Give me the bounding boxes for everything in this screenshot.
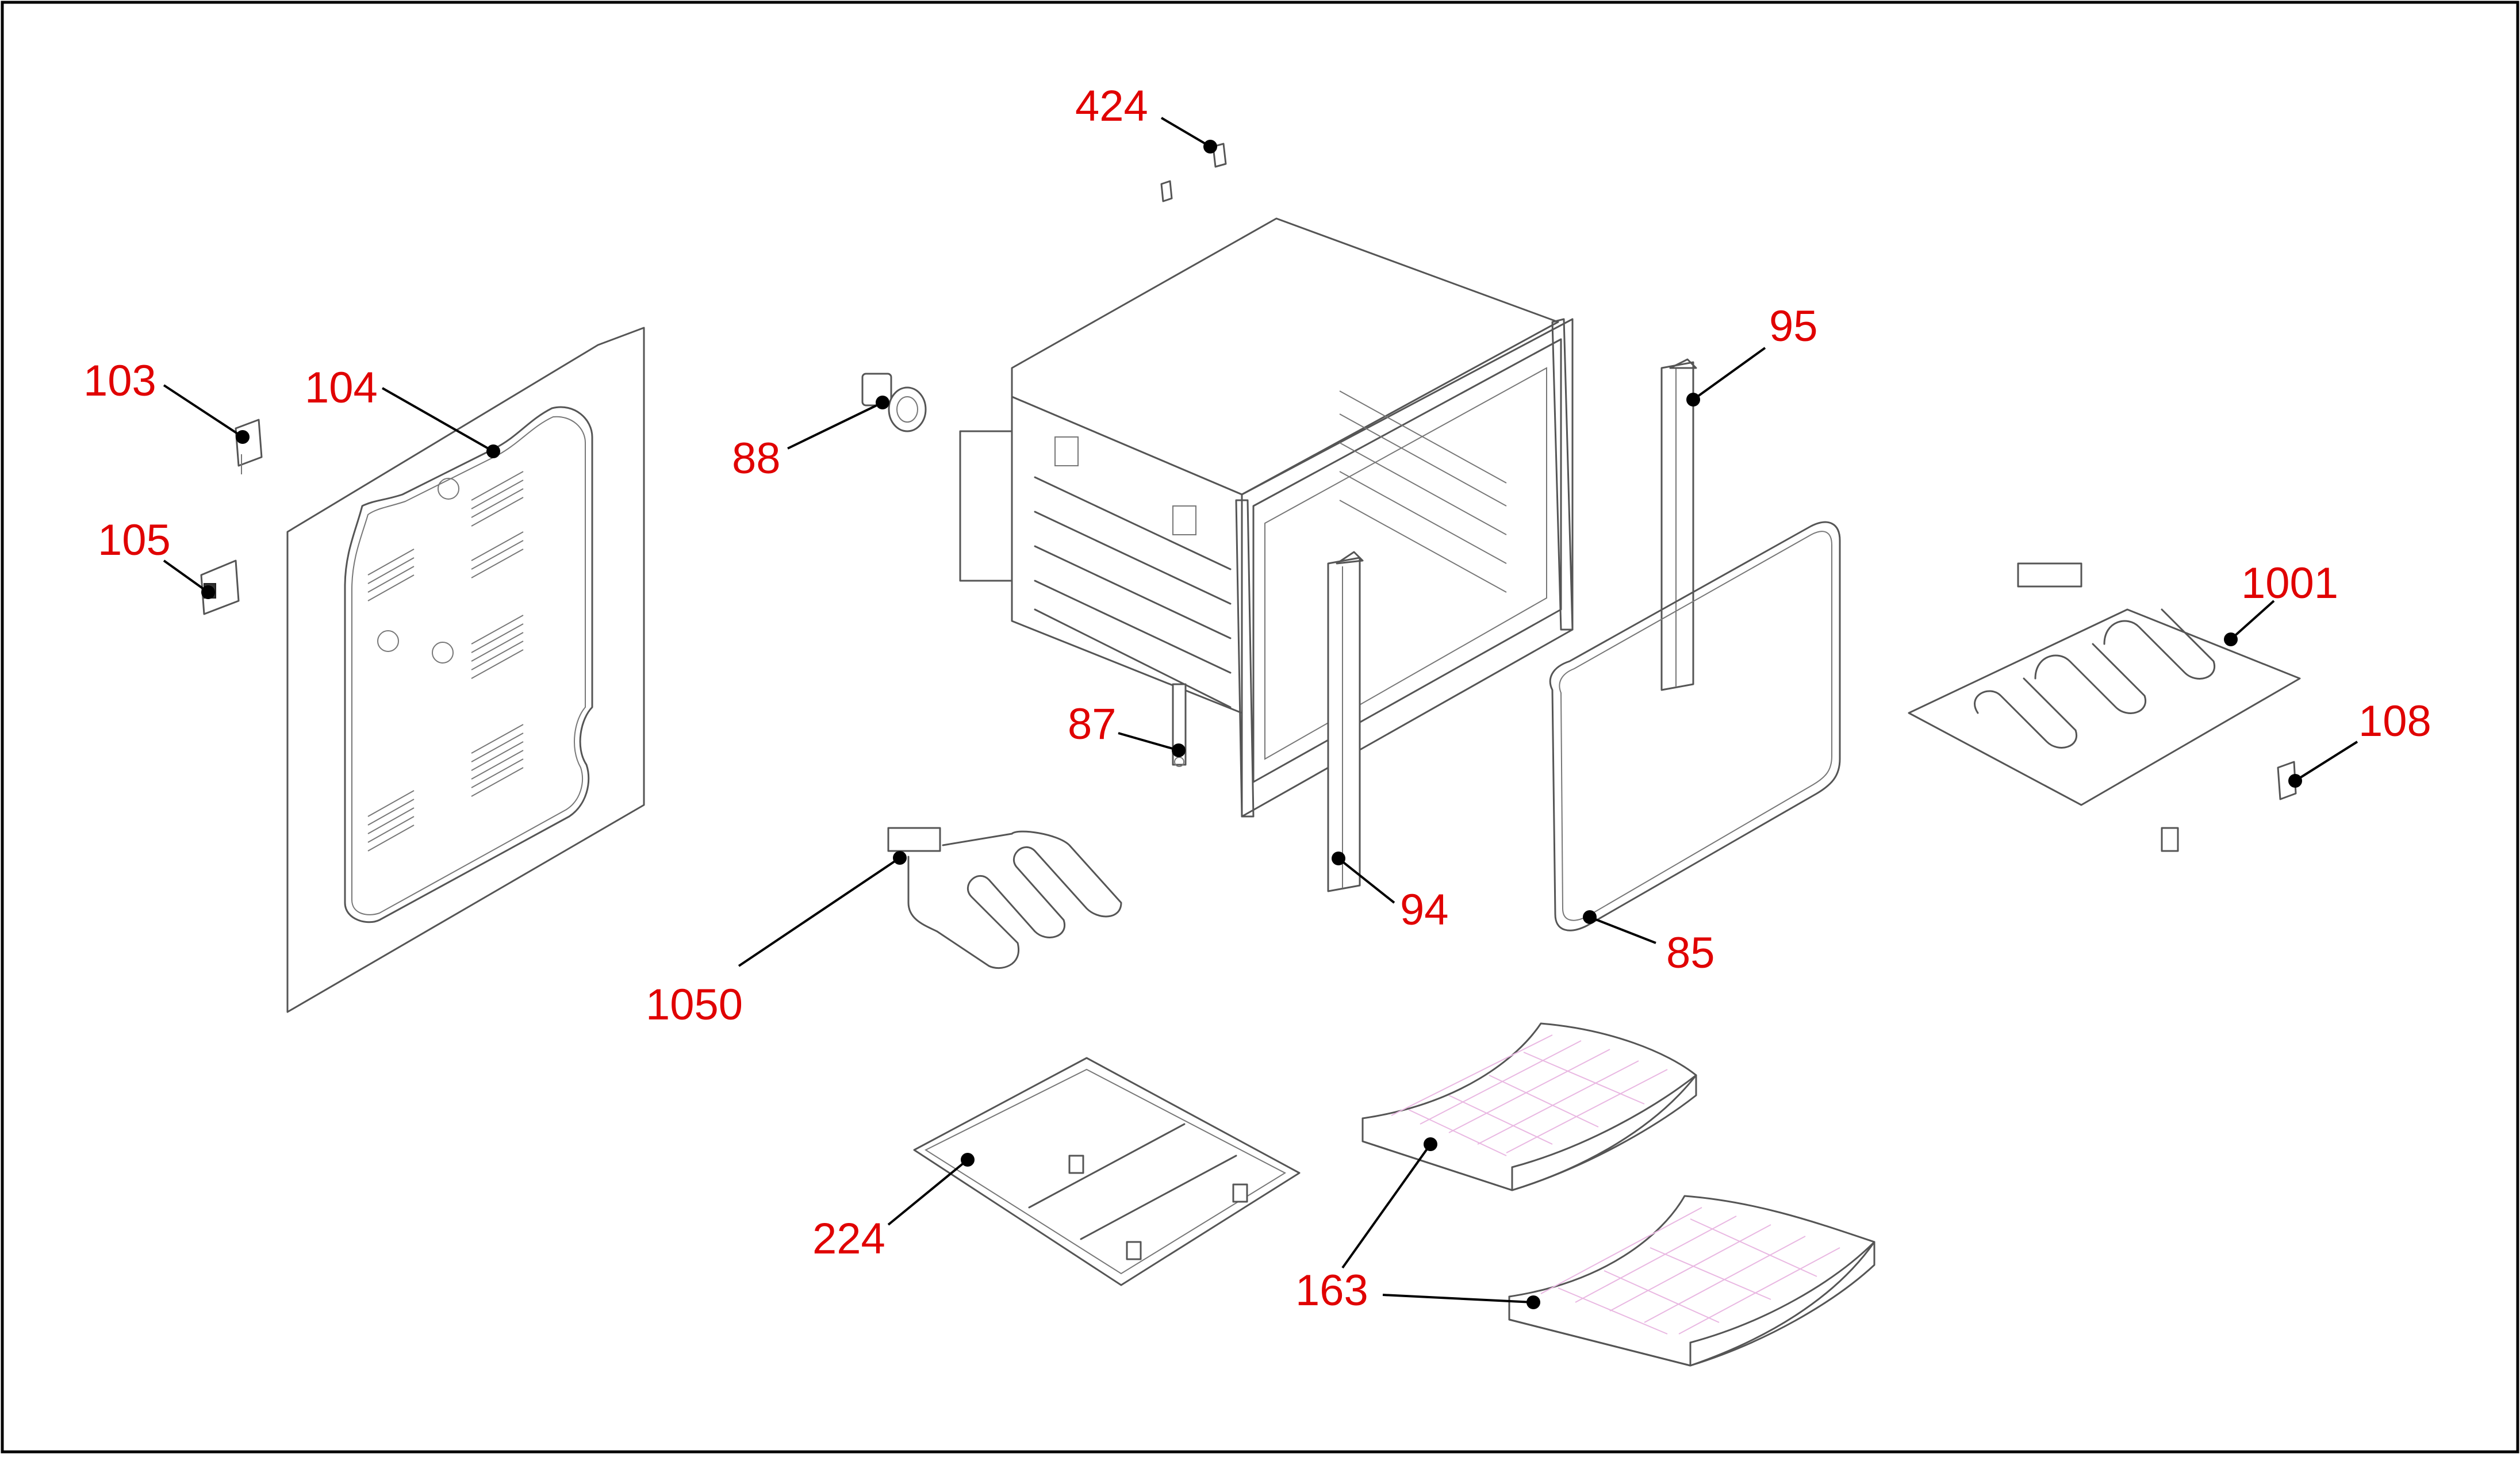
callout-label-94: 94 xyxy=(1400,885,1449,934)
leader-95 xyxy=(1692,347,1766,401)
callout-label-103: 103 xyxy=(83,356,156,405)
dot-103 xyxy=(236,430,250,444)
callout-labels: 103 104 105 88 424 87 95 94 85 1001 108 … xyxy=(83,82,2431,1315)
dot-104 xyxy=(486,444,500,458)
callout-label-1050: 1050 xyxy=(646,980,743,1029)
callout-dots xyxy=(201,140,2302,1309)
dot-94 xyxy=(1332,852,1345,865)
callout-label-105: 105 xyxy=(98,516,171,565)
dot-95 xyxy=(1686,393,1700,407)
callout-label-88: 88 xyxy=(732,434,781,483)
part-104-back-panel xyxy=(286,327,645,1013)
leader-85 xyxy=(1589,916,1656,944)
callout-label-224: 224 xyxy=(812,1214,885,1263)
leader-163-a xyxy=(1341,1143,1432,1269)
dot-224 xyxy=(961,1153,975,1167)
dot-88 xyxy=(876,396,889,409)
oven-cavity xyxy=(959,217,1574,818)
part-95-runner xyxy=(1660,358,1697,691)
dot-163-b xyxy=(1526,1295,1540,1309)
dot-163-a xyxy=(1424,1137,1437,1151)
leader-224 xyxy=(887,1159,969,1226)
dot-87 xyxy=(1172,743,1186,757)
callout-label-85: 85 xyxy=(1666,929,1715,977)
leader-94 xyxy=(1337,857,1395,904)
leader-1001 xyxy=(2230,600,2275,641)
dot-1050 xyxy=(893,851,907,865)
part-94-runner xyxy=(1327,551,1364,892)
leader-108 xyxy=(2294,741,2358,782)
part-224-bottom-plate xyxy=(913,1057,1301,1286)
part-163-insulation-pads xyxy=(1361,1022,1875,1367)
leader-87 xyxy=(1118,732,1179,751)
leader-lines xyxy=(163,117,2358,1303)
leader-163-b xyxy=(1382,1294,1534,1303)
part-1050-lower-element xyxy=(887,827,1122,969)
callout-label-104: 104 xyxy=(305,363,378,412)
leader-1050 xyxy=(738,857,901,967)
part-108-clip xyxy=(2277,761,2297,800)
leader-103 xyxy=(163,384,244,438)
leader-104 xyxy=(382,387,494,453)
callout-label-95: 95 xyxy=(1769,302,1818,351)
dot-424 xyxy=(1203,140,1217,154)
dot-108 xyxy=(2288,774,2302,788)
callout-label-87: 87 xyxy=(1068,700,1117,749)
part-424-clips xyxy=(1160,143,1227,202)
part-1001-grill-element xyxy=(1908,562,2301,852)
dot-1001 xyxy=(2224,632,2238,646)
leader-88 xyxy=(787,401,883,450)
leader-105 xyxy=(163,559,209,593)
callout-label-1001: 1001 xyxy=(2241,559,2338,608)
callout-label-424: 424 xyxy=(1075,82,1148,131)
dot-105 xyxy=(201,585,215,599)
callout-label-108: 108 xyxy=(2358,697,2431,746)
dot-85 xyxy=(1583,910,1597,924)
part-85-door-gasket xyxy=(1549,521,1841,931)
callout-label-163: 163 xyxy=(1295,1266,1368,1315)
leader-424 xyxy=(1160,117,1211,148)
